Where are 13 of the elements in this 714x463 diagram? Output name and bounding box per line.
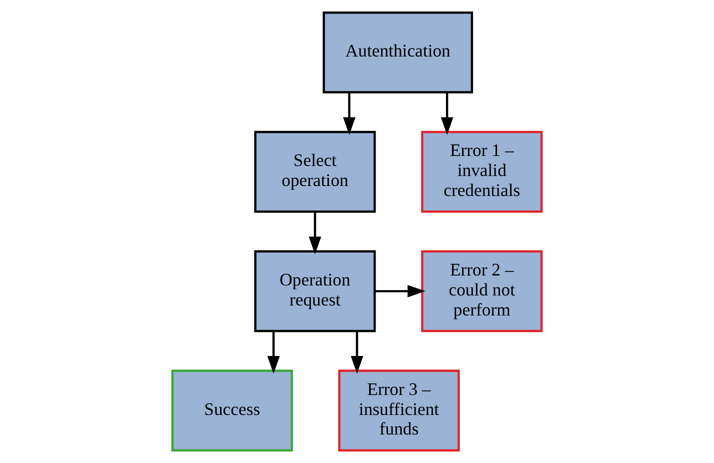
node-box: Autenthication bbox=[322, 12, 474, 94]
arrow bbox=[350, 331, 364, 374]
arrow bbox=[440, 92, 454, 135]
node-box: Select operation bbox=[254, 130, 376, 213]
node-box: Operation request bbox=[254, 250, 376, 332]
node-box: Success bbox=[171, 370, 293, 452]
node-box: Error 2 – could not perform bbox=[421, 250, 543, 332]
arrow bbox=[308, 212, 322, 254]
node-box: Error 3 – insufficient funds bbox=[338, 370, 460, 452]
node-box: Error 1 – invalid credentials bbox=[421, 130, 543, 213]
arrow bbox=[267, 331, 280, 374]
arrow bbox=[343, 92, 356, 135]
arrow bbox=[374, 284, 426, 298]
